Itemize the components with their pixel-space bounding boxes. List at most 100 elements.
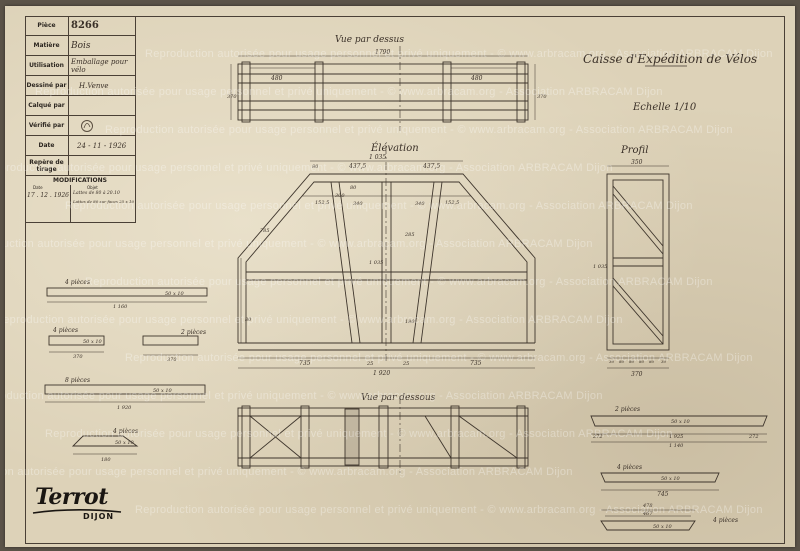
- label-top-view: Vue par dessus: [335, 35, 404, 45]
- dim-top-h-left: 370: [227, 94, 237, 100]
- watermark-line: Reproduction autorisée pour usage person…: [85, 276, 713, 288]
- drawing-scale: Echelle 1/10: [632, 102, 697, 113]
- dim-elev-285: 285: [404, 232, 415, 238]
- r3-qty: 4 pièces: [712, 517, 738, 524]
- utilisation-label: Utilisation: [25, 56, 69, 75]
- dim-prof-top: 350: [631, 159, 643, 166]
- verifie-label: Vérifié par: [25, 116, 69, 135]
- dim-prof-height: 1 035: [593, 264, 607, 270]
- watermark-line: Reproduction autorisée pour usage person…: [65, 200, 693, 212]
- watermark-line: Reproduction autorisée pour usage person…: [145, 48, 773, 60]
- p1-qty: 4 pièces: [64, 279, 90, 286]
- dessine-label: Dessiné par: [25, 76, 69, 95]
- r2-len: 745: [657, 491, 669, 498]
- dim-elev-height: 1 035: [369, 260, 383, 266]
- mod-date-label: Date: [33, 185, 43, 190]
- dim-elev-1920: 1 920: [373, 370, 390, 377]
- r3-section: 50 x 10: [653, 524, 673, 530]
- dim-elev-735a: 735: [299, 360, 311, 367]
- row-calque: Calqué par: [25, 96, 135, 116]
- dim-prof-b3: 80: [629, 359, 635, 364]
- dim-elev-340b: 340: [415, 201, 425, 207]
- p5-qty: 4 pièces: [112, 428, 138, 435]
- date-label: Date: [25, 136, 69, 155]
- dim-prof-b5: 80: [649, 359, 655, 364]
- dim-elev-735b: 735: [470, 360, 482, 367]
- label-bottom-view: Vue par dessous: [361, 393, 436, 403]
- dim-top-overall: 1790: [375, 49, 390, 56]
- dim-elev-180: 180: [405, 319, 415, 325]
- terrot-logo: Terrot DIJON: [31, 482, 123, 526]
- watermark-line: Reproduction autorisée pour usage person…: [35, 86, 663, 98]
- row-matiere: Matière Bois: [25, 36, 135, 56]
- piece-value: 8266: [71, 20, 99, 31]
- p4-section: 50 x 10: [153, 388, 173, 394]
- dim-elev-340a: 340: [353, 201, 363, 207]
- row-piece: Pièce 8266: [25, 16, 135, 36]
- watermark-line: Reproduction autorisée pour usage person…: [45, 428, 673, 440]
- row-date: Date 24 - 11 - 1926: [25, 136, 135, 156]
- r3-b: 467: [642, 511, 653, 517]
- matiere-label: Matière: [25, 36, 69, 55]
- watermark-line: Reproduction autorisée pour usage person…: [5, 390, 603, 402]
- p2-len: 370: [73, 354, 83, 360]
- dim-elev-25a: 25: [366, 361, 373, 367]
- r1-section: 50 x 10: [671, 419, 691, 425]
- row-repere: Repère de tirage: [25, 156, 135, 176]
- p1-len: 1 160: [113, 304, 128, 310]
- bottom-view: [237, 396, 529, 476]
- r1-b: 1 925: [669, 434, 683, 440]
- logo-brand: Terrot: [35, 484, 108, 510]
- dim-elev-80b: 80: [350, 185, 357, 191]
- dim-elev-80c: 80: [245, 317, 252, 323]
- calque-label: Calqué par: [25, 96, 69, 115]
- watermark-line: Reproduction autorisée pour usage person…: [5, 162, 613, 174]
- profile-view: [606, 165, 670, 369]
- dim-top-left: 480: [270, 75, 283, 82]
- row-dessine: Dessiné par H.Venve: [25, 76, 135, 96]
- p5-len: 180: [101, 457, 111, 463]
- dim-elev-785: 785: [260, 228, 270, 234]
- r1-a: 272: [592, 434, 603, 440]
- label-elevation: Élévation: [370, 142, 419, 154]
- repere-label: Repère de tirage: [25, 156, 69, 175]
- elevation-view: [237, 146, 536, 369]
- p4-qty: 8 pièces: [65, 377, 90, 384]
- p3-qty: 2 pièces: [180, 329, 206, 336]
- piece-label: Pièce: [25, 16, 69, 35]
- row-utilisation: Utilisation Emballage pour vélo: [25, 56, 135, 76]
- r2-qty: 4 pièces: [616, 464, 642, 471]
- dim-elev-overall: 1 035: [369, 154, 386, 161]
- dim-elev-80a: 80: [312, 164, 319, 170]
- r1-qty: 2 pièces: [614, 406, 640, 413]
- utilisation-value: Emballage pour vélo: [71, 57, 128, 74]
- dim-top-h-right: 370: [537, 94, 547, 100]
- p2-section: 50 x 10: [83, 339, 103, 345]
- mod-objet-label: Objet: [87, 185, 98, 190]
- watermark-line: Reproduction autorisée pour usage person…: [125, 352, 753, 364]
- watermark-line: Reproduction autorisée pour usage person…: [105, 124, 733, 136]
- technical-drawing: Vue par dessus Élévation Profil Vue par …: [44, 35, 768, 531]
- r2-section: 50 x 10: [661, 476, 681, 482]
- r1-d: 272: [748, 434, 759, 440]
- top-view: [230, 46, 536, 131]
- dim-elev-152a: 152,5: [315, 200, 329, 206]
- p1-section: 50 x 10: [165, 291, 185, 297]
- dim-elev-25b: 25: [402, 361, 409, 367]
- r1-c: 1 140: [669, 443, 684, 449]
- mod-objet-line2: Lattes de 80 sur faces 25 x 10: [73, 199, 135, 204]
- drawing-border: [25, 16, 785, 544]
- p3-len: 370: [167, 357, 177, 363]
- title-block: Pièce 8266 Matière Bois Utilisation Emba…: [25, 16, 136, 223]
- p4-len: 1 920: [117, 405, 132, 411]
- drawing-title: Caisse d'Expédition de Vélos: [583, 52, 757, 66]
- dim-prof-b6: 30: [661, 359, 667, 364]
- modifications-label: MODIFICATIONS: [53, 177, 107, 184]
- mod-divider: [70, 185, 71, 222]
- watermark-line: Reproduction autorisée pour usage person…: [135, 504, 763, 516]
- parts-right: [590, 415, 768, 531]
- dim-prof-b4: 80: [639, 359, 645, 364]
- drawing-sheet: Pièce 8266 Matière Bois Utilisation Emba…: [5, 6, 795, 547]
- row-verifie: Vérifié par: [25, 116, 135, 136]
- logo-city: DIJON: [83, 512, 115, 521]
